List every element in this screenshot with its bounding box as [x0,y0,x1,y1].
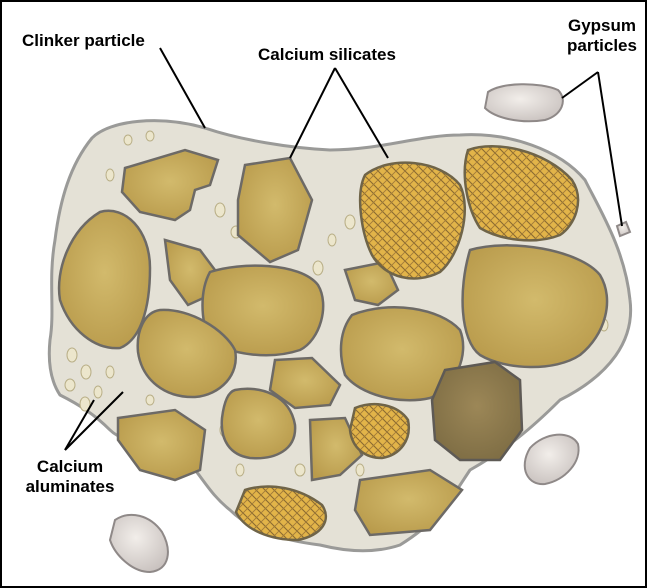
leader-gypsum-bottom [598,72,622,226]
leader-clinker [160,48,205,128]
leader-silicate-right [335,68,388,158]
gypsum-particle [485,84,563,121]
dark-silicate-grain [432,362,522,460]
gypsum-particle [110,515,168,572]
clinker-particle-label: Clinker particle [22,31,145,51]
aluminates-label-line1: Calcium [18,457,122,477]
calcium-silicates-label: Calcium silicates [258,45,396,65]
leader-silicate-left [290,68,335,158]
gypsum-label-line1: Gypsum [562,16,642,36]
aluminates-label-line2: aluminates [18,477,122,497]
gypsum-particle [525,435,579,485]
gypsum-particle [617,222,630,236]
gypsum-label-line2: particles [562,36,642,56]
gypsum-particles-label: Gypsum particles [562,16,642,56]
leader-gypsum-top [562,72,598,98]
calcium-aluminates-label: Calcium aluminates [18,457,122,497]
